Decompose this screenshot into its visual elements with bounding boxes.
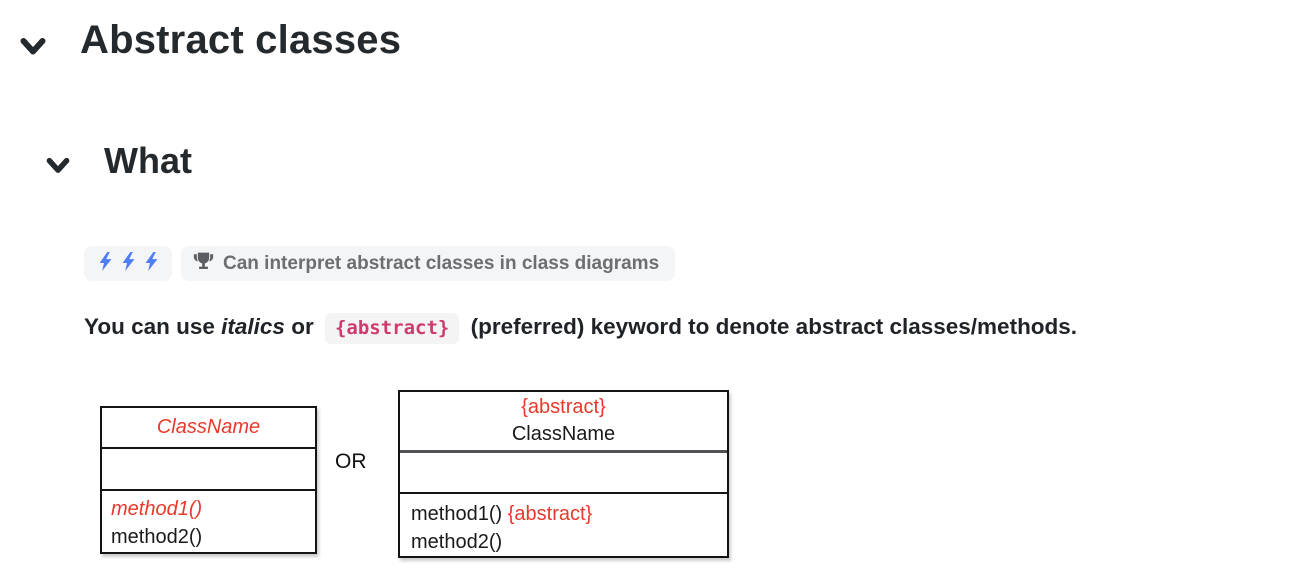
- learning-outcome-badge: Can interpret abstract classes in class …: [181, 246, 676, 281]
- uml-class-box-italics: ClassName method1() method2(): [100, 406, 317, 554]
- lightning-bolt-icon: [121, 251, 136, 276]
- uml-class-name: ClassName: [511, 422, 616, 445]
- lightning-bolt-icon: [98, 251, 113, 276]
- uml-method: method2(): [111, 526, 203, 548]
- body-paragraph: You can use italics or {abstract} (prefe…: [84, 313, 1078, 344]
- uml-attributes-compartment: [400, 453, 727, 494]
- learning-outcome-text: Can interpret abstract classes in class …: [223, 252, 660, 274]
- uml-class-name-compartment: ClassName: [102, 408, 315, 449]
- uml-methods-compartment: method1() method2(): [102, 491, 315, 552]
- sentence-part3: (preferred) keyword to denote abstract c…: [470, 314, 1078, 339]
- sentence-part2: or: [291, 314, 314, 339]
- section-header-what[interactable]: What: [46, 140, 192, 182]
- sentence-italic-word: italics: [221, 314, 285, 339]
- page-title: Abstract classes: [80, 18, 402, 62]
- uml-class-box-abstract-keyword: {abstract} ClassName method1() {abstract…: [398, 390, 729, 558]
- sentence-part1: You can use: [84, 314, 215, 339]
- uml-class-name-compartment: {abstract} ClassName: [400, 392, 727, 453]
- uml-methods-compartment: method1() {abstract} method2(): [400, 494, 727, 556]
- trophy-icon: [193, 251, 214, 276]
- uml-method-abstract: method1(): [111, 498, 203, 520]
- lightning-bolt-icon: [144, 251, 159, 276]
- uml-abstract-annotation: {abstract}: [507, 503, 593, 525]
- subsection-title: What: [104, 140, 192, 181]
- uml-method: method2(): [411, 531, 503, 553]
- section-header-abstract-classes[interactable]: Abstract classes: [20, 18, 401, 63]
- uml-class-name: ClassName: [156, 416, 261, 438]
- inline-code-abstract: {abstract}: [324, 313, 460, 344]
- badge-row: Can interpret abstract classes in class …: [84, 246, 676, 281]
- difficulty-badge: [84, 246, 172, 281]
- uml-method: method1(): [411, 503, 503, 525]
- chevron-down-icon[interactable]: [46, 157, 70, 177]
- chevron-down-icon[interactable]: [20, 37, 46, 59]
- or-label: OR: [335, 450, 367, 473]
- uml-abstract-stereotype: {abstract}: [521, 395, 606, 418]
- uml-method-line: method1() {abstract}: [411, 500, 727, 528]
- uml-attributes-compartment: [102, 449, 315, 491]
